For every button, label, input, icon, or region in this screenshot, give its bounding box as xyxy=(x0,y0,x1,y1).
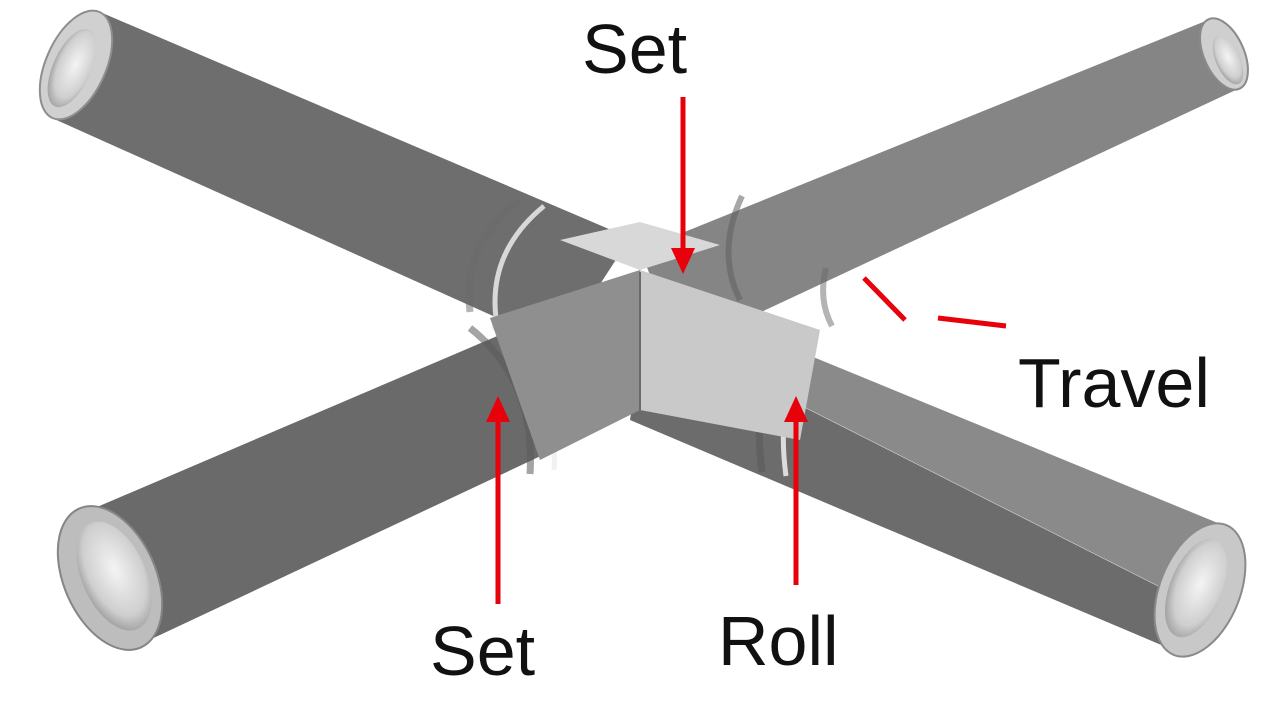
arrow-set-bottom xyxy=(486,396,510,604)
arrow-travel xyxy=(862,276,1007,329)
pipe-northwest xyxy=(38,9,630,346)
label-roll: Roll xyxy=(718,602,839,680)
pipe-northeast xyxy=(640,17,1249,350)
label-set-bottom: Set xyxy=(430,612,536,690)
label-set-top: Set xyxy=(582,10,688,88)
arrow-set-top xyxy=(671,97,695,274)
label-travel: Travel xyxy=(1018,344,1210,422)
arrow-roll xyxy=(784,396,808,585)
cross-fitting xyxy=(490,222,820,460)
